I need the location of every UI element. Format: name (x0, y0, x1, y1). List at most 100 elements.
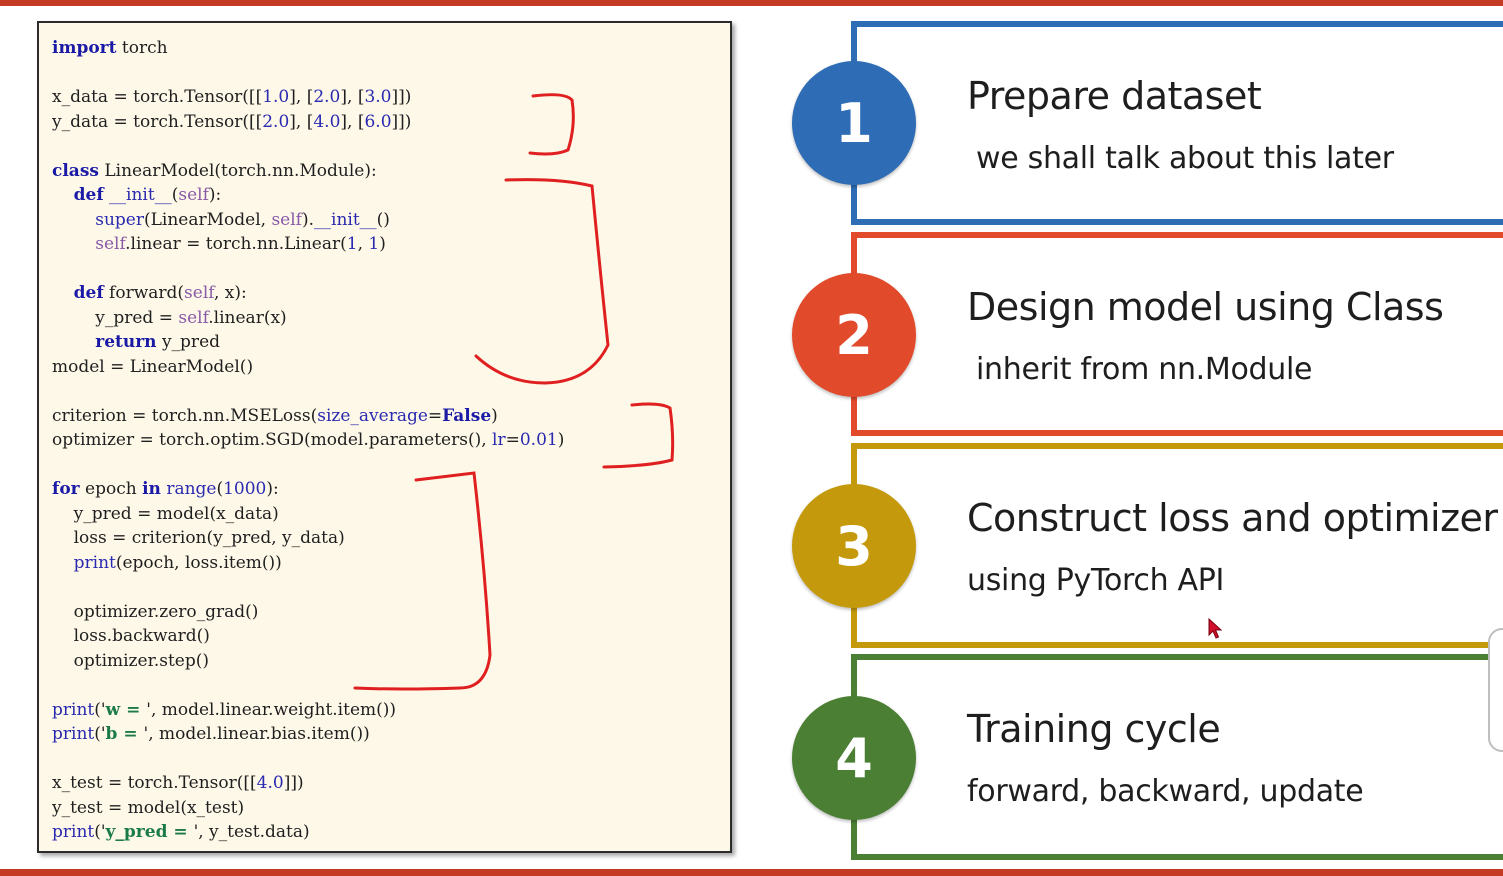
code-token: self (95, 234, 126, 254)
code-token: = (505, 430, 520, 450)
code-line: y_pred = self.linear(x) (52, 306, 564, 331)
code-token: ]]) (391, 87, 412, 107)
code-token: 6.0 (364, 111, 392, 132)
code-token: 4.0 (313, 111, 341, 132)
step-4-box (851, 654, 1503, 860)
code-line: print(epoch, loss.item()) (52, 551, 564, 576)
side-panel-handle[interactable] (1488, 628, 1503, 752)
step-3-number: 3 (835, 514, 873, 578)
code-token: ], [ (289, 87, 314, 107)
code-token: LinearModel(torch.nn.Module): (98, 160, 377, 181)
step-1-subtitle: we shall talk about this later (976, 141, 1394, 176)
code-line: y_test = model(x_test) (52, 796, 564, 821)
code-token: ) (491, 405, 498, 426)
code-line (52, 453, 564, 478)
code-token: super (95, 209, 144, 230)
code-token: 2.0 (262, 111, 290, 132)
code-token: __init__ (314, 209, 377, 230)
code-line (52, 379, 564, 404)
code-line: def forward(self, x): (52, 281, 564, 306)
code-token: def (73, 185, 104, 205)
code-token: 4.0 (256, 773, 284, 793)
code-token: loss.backward() (52, 626, 210, 646)
code-token (52, 283, 74, 303)
code-token: ', y_test.data) (193, 822, 310, 842)
code-token: 1.0 (262, 87, 290, 107)
code-token: ], [ (340, 111, 365, 132)
code-token: for (52, 479, 80, 499)
step-4-subtitle: forward, backward, update (967, 774, 1364, 809)
code-token: ) (557, 430, 565, 450)
step-2-title: Design model using Class (967, 285, 1444, 329)
step-3-box (851, 443, 1503, 648)
code-token: , x): (213, 283, 247, 303)
code-line: print('b = ', model.linear.bias.item()) (52, 722, 564, 747)
code-token (52, 185, 74, 205)
code-line: super(LinearModel, self).__init__() (52, 208, 564, 233)
code-token: criterion = torch.nn.MSELoss( (52, 405, 318, 426)
code-line: loss = criterion(y_pred, y_data) (52, 526, 564, 551)
code-line: def __init__(self): (52, 183, 564, 208)
code-token: __init__ (109, 185, 172, 205)
code-token: self (271, 209, 302, 230)
step-1-title: Prepare dataset (967, 74, 1262, 118)
code-token: , (357, 234, 369, 254)
code-token: () (376, 209, 390, 230)
code-line: loss.backward() (52, 624, 564, 649)
code-token: x_data = torch.Tensor([[ (52, 87, 263, 107)
code-line: print('w = ', model.linear.weight.item()… (52, 698, 564, 723)
code-line (52, 747, 564, 772)
step-1-number: 1 (835, 91, 873, 155)
code-token: import (52, 38, 117, 58)
code-token: .linear(x) (208, 307, 287, 328)
code-token: .linear = torch.nn.Linear( (125, 234, 347, 254)
code-token: print (52, 699, 95, 720)
code-token: y_test = model(x_test) (52, 797, 245, 818)
code-token: y_pred = (52, 307, 179, 328)
code-line (52, 134, 564, 159)
code-token: 1 (346, 234, 358, 254)
code-token: print (52, 822, 95, 842)
code-token: 0.01 (519, 430, 558, 450)
code-line: y_data = torch.Tensor([[2.0], [4.0], [6.… (52, 110, 564, 135)
code-token: y_data = torch.Tensor([[ (52, 111, 263, 132)
code-line: optimizer.step() (52, 649, 564, 674)
code-token: epoch (79, 479, 143, 499)
top-border (0, 0, 1503, 6)
code-line (52, 61, 564, 86)
code-token: 1 (368, 234, 380, 254)
code-token: self (178, 185, 209, 205)
code-line: class LinearModel(torch.nn.Module): (52, 159, 564, 184)
code-line: print('y_pred = ', y_test.data) (52, 820, 564, 845)
code-line (52, 575, 564, 600)
code-token: y_pred = model(x_data) (52, 503, 279, 524)
mouse-cursor-icon (1208, 618, 1223, 639)
code-token: w = (105, 699, 147, 720)
bottom-border (0, 869, 1503, 876)
step-1-box (851, 21, 1503, 225)
code-token: ], [ (340, 87, 365, 107)
code-token: ): (266, 479, 279, 499)
step-2-number: 2 (835, 303, 873, 367)
code-line (52, 673, 564, 698)
code-token (52, 210, 95, 230)
code-token: in (142, 479, 161, 499)
code-token: ). (301, 209, 315, 230)
code-line: optimizer.zero_grad() (52, 600, 564, 625)
code-token: self (184, 283, 214, 303)
code-token: ', model.linear.weight.item()) (146, 699, 397, 720)
code-line: x_test = torch.Tensor([[4.0]]) (52, 771, 564, 796)
step-4-title: Training cycle (967, 707, 1221, 751)
step-3-circle: 3 (792, 484, 916, 608)
code-token: (epoch, loss.item()) (115, 552, 282, 573)
code-line: x_data = torch.Tensor([[1.0], [2.0], [3.… (52, 85, 564, 110)
code-token: ', model.linear.bias.item()) (143, 724, 370, 744)
step-2-subtitle: inherit from nn.Module (976, 352, 1313, 387)
code-token: (' (94, 724, 106, 744)
code-token: 2.0 (313, 87, 341, 107)
code-line (52, 257, 564, 282)
code-token: optimizer.step() (52, 650, 210, 671)
step-3-subtitle: using PyTorch API (967, 563, 1225, 598)
